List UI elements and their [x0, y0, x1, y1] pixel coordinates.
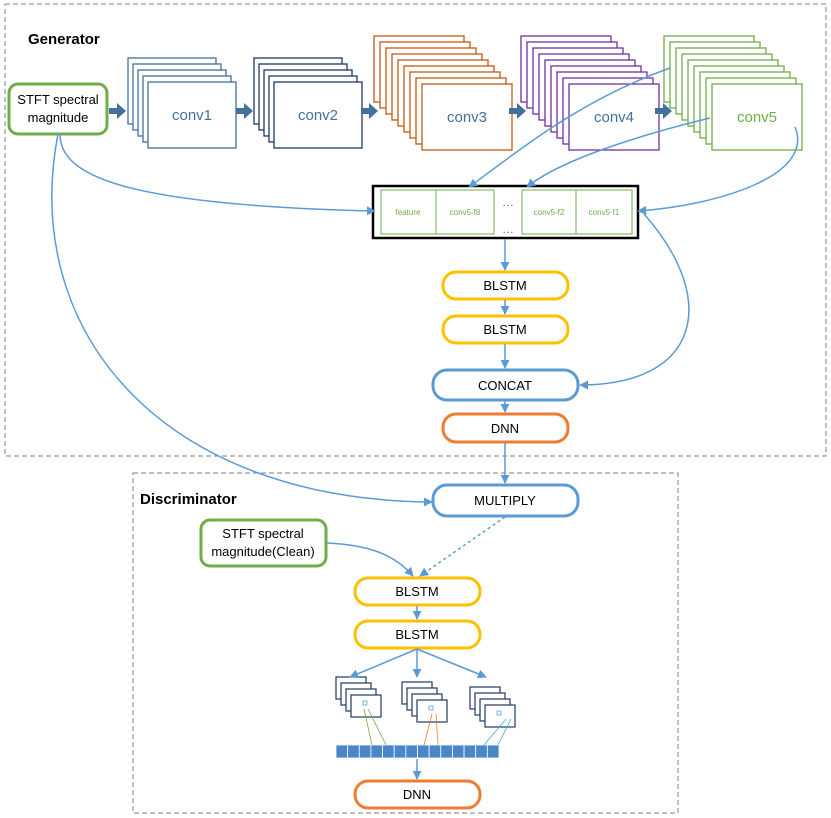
conv5-label: conv5	[737, 109, 777, 126]
gen-blstm1-box	[441, 270, 570, 301]
conv1-label: conv1	[172, 107, 212, 124]
disc-dnn-label: DNN	[403, 787, 431, 802]
conv3-label: conv3	[447, 109, 487, 126]
disc-dnn-box	[353, 779, 482, 810]
arrow-conv5-to-f8	[468, 67, 671, 188]
conv-feature-map	[711, 83, 803, 151]
conv-feature-map	[147, 81, 237, 149]
arrow-conv5-to-f2	[526, 117, 711, 188]
gen-blstm2-box	[441, 314, 570, 345]
stft-input-label-line2: magnitude	[28, 110, 89, 125]
disc-blstm1-label: BLSTM	[395, 584, 438, 599]
conv3-stack: conv3	[373, 35, 513, 151]
stft-clean-label-line1: STFT spectral	[222, 526, 304, 541]
vector-cell	[417, 744, 430, 759]
disc-blstm1-box	[353, 576, 482, 607]
concat-label: CONCAT	[478, 378, 532, 393]
conv5-stack: conv5	[663, 35, 803, 151]
block-arrow-conv1-conv2	[236, 103, 253, 119]
conv-feature-map	[421, 83, 513, 151]
vector-cell	[440, 744, 453, 759]
discriminator-frame	[132, 472, 679, 814]
vector-cell	[393, 744, 407, 759]
feature-cell-feature: feature	[396, 208, 421, 217]
generator-frame	[4, 3, 827, 457]
vector-cell	[475, 744, 488, 759]
feature-ellipsis-top: …	[502, 195, 514, 209]
patch-lines	[363, 708, 512, 746]
vector-cell	[347, 744, 360, 759]
conv4-stack: conv4	[520, 35, 660, 151]
feature-map-right-group	[521, 189, 633, 235]
concat-box	[431, 368, 580, 402]
arrow-multiply-to-disc	[419, 516, 506, 577]
stft-clean-label-line2: magnitude(Clean)	[211, 544, 314, 559]
flatten-vector	[335, 744, 500, 759]
patch-line	[435, 713, 439, 746]
feature-cell-conv5-f2: conv5-f2	[534, 208, 565, 217]
disc-conv-stack	[469, 686, 516, 728]
stft-clean-box	[199, 518, 328, 568]
disc-conv-stack	[335, 676, 382, 718]
vector-cell	[463, 744, 477, 759]
vector-cell	[358, 744, 372, 759]
gen-blstm1-label: BLSTM	[483, 278, 526, 293]
patch-line	[423, 713, 433, 746]
block-arrows	[109, 103, 672, 119]
patch-line	[367, 708, 387, 746]
feature-ellipsis-bottom: …	[502, 222, 514, 236]
conv-feature-map	[273, 81, 363, 149]
gen-dnn-box	[441, 412, 570, 444]
disc-conv-map	[484, 704, 516, 728]
vector-cell	[335, 744, 349, 759]
conv2-stack: conv2	[253, 57, 363, 149]
conv4-label: conv4	[594, 109, 634, 126]
feature-cell-conv5-f1: conv5-f1	[589, 208, 620, 217]
connectors	[51, 67, 799, 780]
gen-blstm2-label: BLSTM	[483, 322, 526, 337]
disc-blstm2-box	[353, 619, 482, 650]
block-arrow-conv4-conv5	[655, 103, 672, 119]
disc-conv-map	[350, 694, 382, 718]
disc-blstm2-label: BLSTM	[395, 627, 438, 642]
arrow-input-to-multiply	[51, 133, 433, 507]
patch-line	[363, 708, 373, 746]
block-arrow-conv2-conv3	[361, 103, 378, 119]
conv-feature-map	[568, 83, 660, 151]
patch-line	[497, 718, 512, 746]
patch-line	[483, 718, 507, 746]
vector-cell	[452, 744, 465, 759]
arrow-dblstm2-to-conv-left	[349, 648, 418, 679]
feature-cell-conv5-f8: conv5-f8	[450, 208, 481, 217]
patch-marker	[496, 710, 502, 716]
stft-input-label-line1: STFT spectral	[17, 92, 99, 107]
vector-cell	[405, 744, 418, 759]
arrow-clean-to-disc	[326, 542, 414, 577]
arrow-f1-to-concat	[579, 213, 690, 390]
disc-conv-map	[416, 699, 448, 723]
feature-map-left-group	[380, 189, 495, 235]
multiply-label: MULTIPLY	[474, 493, 536, 508]
arrow-input-to-feature	[59, 133, 376, 216]
patch-marker	[362, 700, 368, 706]
vector-cell	[382, 744, 395, 759]
generator-title: Generator	[28, 31, 100, 48]
arrow-dblstm2-to-conv-right	[416, 648, 487, 679]
conv-stacks: conv1 conv2 conv3 conv4 conv5	[127, 35, 803, 151]
multiply-box	[431, 483, 580, 518]
block-arrow-conv3-conv4	[509, 103, 526, 119]
vector-cell	[486, 744, 500, 759]
vector-cell	[428, 744, 442, 759]
block-arrow-input-conv1	[109, 103, 126, 119]
discriminator-title: Discriminator	[140, 491, 237, 508]
conv1-stack: conv1	[127, 57, 237, 149]
arrow-conv5-to-f1	[637, 126, 799, 215]
disc-conv-stack	[401, 681, 448, 723]
patch-marker	[428, 705, 434, 711]
vector-cell	[370, 744, 383, 759]
disc-conv-stacks	[335, 676, 516, 728]
conv2-label: conv2	[298, 107, 338, 124]
gen-dnn-label: DNN	[491, 421, 519, 436]
